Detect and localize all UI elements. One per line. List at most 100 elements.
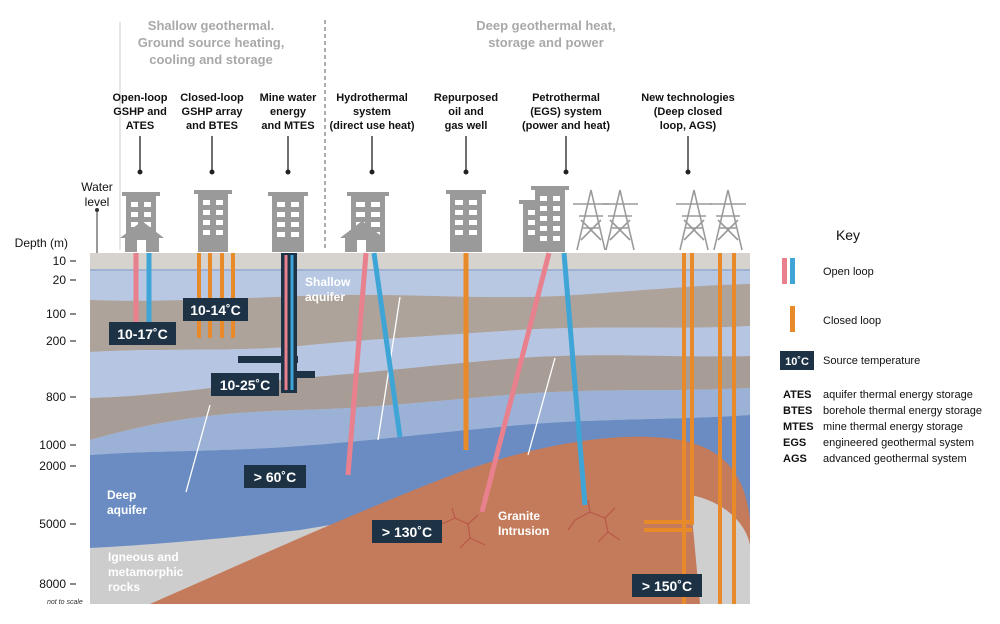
abbreviation-code: ATES bbox=[783, 389, 812, 401]
technology-label-line: ATES bbox=[126, 120, 155, 132]
layer-labels: Shallow aquifer Deep aquifer Igneous and… bbox=[107, 275, 549, 594]
abbreviation-code: MTES bbox=[783, 421, 814, 433]
technology-label-line: loop, AGS) bbox=[660, 120, 717, 132]
electricity-pylon bbox=[710, 189, 746, 251]
temperature-label: > 150˚C bbox=[642, 578, 692, 594]
technology-label-line: energy bbox=[270, 106, 307, 118]
deep-aquifer-label: Deep bbox=[107, 488, 136, 502]
temperature-label: 10-17˚C bbox=[117, 326, 168, 342]
house bbox=[120, 221, 164, 252]
key-closed-swatch bbox=[790, 306, 795, 332]
deep-aquifer-label: aquifer bbox=[107, 503, 147, 517]
technology-label-line: oil and bbox=[448, 106, 483, 118]
water-level-text: Water bbox=[81, 180, 113, 194]
depth-tick-label: 8000 bbox=[39, 577, 66, 591]
deep-geothermal-header: Deep geothermal heat, storage and power bbox=[476, 18, 615, 50]
building bbox=[446, 190, 486, 252]
technology-label-line: Open-loop bbox=[113, 92, 168, 104]
mine-gallery bbox=[281, 371, 315, 378]
pointer-dot bbox=[685, 169, 691, 175]
depth-axis: Depth (m) 10201002008001000200050008000 … bbox=[15, 236, 83, 606]
pointer-dot bbox=[137, 169, 143, 175]
temperature-label: 10-25˚C bbox=[220, 377, 271, 393]
temperature-box bbox=[211, 373, 279, 396]
pointer-dot bbox=[209, 169, 215, 175]
temperature-box bbox=[183, 298, 248, 321]
topsoil-layer bbox=[90, 253, 750, 270]
technology-label-line: Repurposed bbox=[434, 92, 498, 104]
water-level-text: level bbox=[85, 195, 110, 209]
header-line: Shallow geothermal. bbox=[148, 18, 274, 33]
key-temp-sample: 10˚C bbox=[785, 356, 809, 368]
not-to-scale-note: not to scale bbox=[47, 599, 83, 606]
house bbox=[340, 221, 384, 252]
technology-label: Petrothermal (EGS) system (power and heat) bbox=[522, 92, 610, 175]
technology-label-line: (EGS) system bbox=[530, 106, 602, 118]
header-line: Ground source heating, bbox=[138, 35, 285, 50]
header-line: Deep geothermal heat, bbox=[476, 18, 615, 33]
abbreviation-description: engineered geothermal system bbox=[823, 437, 974, 449]
key-title: Key bbox=[836, 227, 860, 243]
depth-tick-label: 100 bbox=[46, 307, 66, 321]
temperature-box bbox=[372, 520, 442, 543]
grey-layer-upper bbox=[90, 284, 750, 352]
building bbox=[194, 190, 232, 252]
key-temp-swatch bbox=[780, 351, 814, 370]
key-open-pink-swatch bbox=[782, 258, 787, 284]
water-level-label: Water level bbox=[81, 180, 113, 266]
building bbox=[268, 192, 308, 252]
temperature-label: > 60˚C bbox=[254, 469, 296, 485]
igneous-label: rocks bbox=[108, 580, 140, 594]
igneous-label: Igneous and bbox=[108, 550, 179, 564]
shallow-aquifer-label: Shallow bbox=[305, 275, 351, 289]
depth-tick-label: 200 bbox=[46, 334, 66, 348]
abbreviation-code: AGS bbox=[783, 453, 807, 465]
borehole-pipe bbox=[345, 252, 369, 476]
temperature-box bbox=[632, 574, 702, 597]
technology-label-line: and BTES bbox=[186, 120, 238, 132]
abbreviation-description: borehole thermal energy storage bbox=[823, 405, 982, 417]
borehole-pipes bbox=[133, 252, 736, 604]
igneous-label: metamorphic bbox=[108, 565, 184, 579]
surface-buildings bbox=[120, 186, 746, 252]
abbreviation-description: advanced geothermal system bbox=[823, 453, 967, 465]
technology-label-line: Petrothermal bbox=[532, 92, 600, 104]
technology-label-line: (direct use heat) bbox=[330, 120, 415, 132]
pointer-dot bbox=[369, 169, 375, 175]
technology-label-line: GSHP array bbox=[182, 106, 244, 118]
key-open-blue-swatch bbox=[790, 258, 795, 284]
key-open-loop-label: Open loop bbox=[823, 266, 874, 278]
building bbox=[531, 186, 569, 252]
key-closed-loop-label: Closed loop bbox=[823, 315, 881, 327]
depth-tick-label: 800 bbox=[46, 390, 66, 404]
header-line: cooling and storage bbox=[149, 52, 273, 67]
water-level-dot bbox=[95, 208, 99, 212]
technology-label-line: (Deep closed bbox=[654, 106, 722, 118]
technology-label-line: GSHP and bbox=[113, 106, 167, 118]
borehole-pipe bbox=[561, 252, 588, 506]
mine-gallery bbox=[238, 356, 298, 363]
technology-label-line: Closed-loop bbox=[180, 92, 244, 104]
pointer-dot bbox=[563, 169, 569, 175]
shallow-aquifer-label: aquifer bbox=[305, 290, 345, 304]
depth-tick-label: 5000 bbox=[39, 517, 66, 531]
temperature-label: > 130˚C bbox=[382, 524, 432, 540]
header-line: storage and power bbox=[488, 35, 604, 50]
grey-layer-lower bbox=[90, 355, 750, 440]
water-table-line bbox=[90, 269, 750, 271]
key-legend: Key Open loop Closed loop 10˚C Source te… bbox=[780, 227, 982, 465]
abbreviation-description: mine thermal energy storage bbox=[823, 421, 963, 433]
temperature-box bbox=[244, 465, 306, 488]
borehole-pipe bbox=[479, 252, 552, 513]
technology-label-line: (power and heat) bbox=[522, 120, 610, 132]
electricity-pylon bbox=[676, 189, 712, 251]
temperature-boxes: 10-17˚C10-14˚C10-25˚C> 60˚C> 130˚C> 150˚… bbox=[109, 298, 702, 597]
abbreviation-code: BTES bbox=[783, 405, 812, 417]
abbreviation-description: aquifer thermal energy storage bbox=[823, 389, 973, 401]
depth-tick-label: 1000 bbox=[39, 438, 66, 452]
